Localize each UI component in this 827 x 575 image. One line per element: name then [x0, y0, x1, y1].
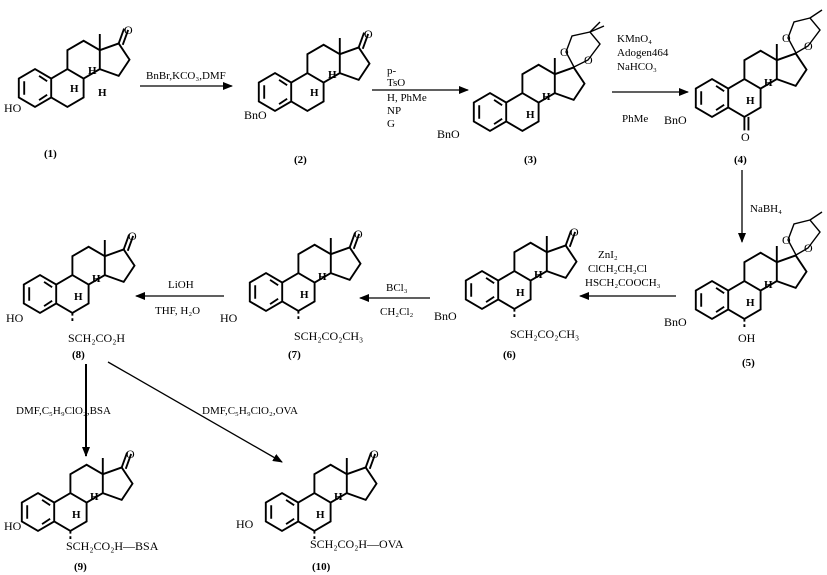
compound-4-h8: H	[746, 95, 755, 107]
compound-4	[696, 44, 807, 130]
compound-7-hydroxy: HO	[220, 311, 238, 325]
compound-3-h14: H	[542, 91, 551, 103]
compound-2-ketone-o: O	[364, 27, 373, 41]
compound-1-h9: H	[98, 87, 107, 99]
compound-6-benzyloxy: BnO	[434, 309, 457, 323]
compound-8-h8: H	[74, 291, 83, 303]
reagent-step-2-c: H, PhMe	[387, 92, 427, 104]
reagent-step-8: DMF,C₅H₉ClO₂,BSA	[16, 405, 111, 417]
compound-7-h8: H	[300, 289, 309, 301]
compound-5-h8: H	[746, 297, 755, 309]
reagent-step-3-a: KMnO₄	[617, 33, 652, 45]
reagent-step-1: BnBr,KCO₃,DMF	[146, 70, 226, 82]
compound-4-o2: O	[804, 39, 813, 53]
reagent-step-2-b: TsO	[387, 77, 405, 89]
compound-4-h14: H	[764, 77, 773, 89]
reagent-step-2-d: NP	[387, 105, 401, 117]
compound-8-ketone-o: O	[128, 229, 137, 243]
compound-9-ketone-o: O	[126, 447, 135, 461]
compound-7-ketone-o: O	[354, 227, 363, 241]
compound-3-h8: H	[526, 109, 535, 121]
reagent-step-3-d: PhMe	[622, 113, 648, 125]
compound-9-hydroxy: HO	[4, 519, 22, 533]
compound-2	[259, 33, 370, 111]
reagent-step-2-a: p-	[387, 65, 397, 77]
compound-1-h8: H	[70, 83, 79, 95]
compound-1	[19, 29, 130, 107]
compound-9-bsa-conjugate: SCH₂CO₂H—BSA	[66, 539, 159, 553]
compound-2-label: (2)	[294, 154, 307, 166]
compound-5-label: (5)	[742, 357, 755, 369]
reagent-step-2-e: G	[387, 118, 395, 130]
compound-5-h14: H	[764, 279, 773, 291]
compound-1-h14: H	[88, 65, 97, 77]
compound-8-h14: H	[92, 273, 101, 285]
compound-4-label: (4)	[734, 154, 747, 166]
compound-9-label: (9)	[74, 561, 87, 573]
compound-5-benzyloxy: BnO	[664, 315, 687, 329]
compound-5	[696, 246, 807, 330]
compound-2-h8: H	[310, 87, 319, 99]
compound-6-h8: H	[516, 287, 525, 299]
compound-9-h8: H	[72, 509, 81, 521]
compound-3-benzyloxy: BnO	[437, 127, 460, 141]
compound-7-thioester: SCH₂CO₂CH₃	[294, 329, 363, 343]
compound-4-o1: O	[782, 31, 791, 45]
compound-10-label: (10)	[312, 561, 331, 573]
compound-3-o2: O	[584, 53, 593, 67]
compound-8-hydroxy: HO	[6, 311, 24, 325]
reagent-step-7-a: LiOH	[168, 279, 194, 291]
compound-4-ketone-o: O	[741, 130, 750, 144]
compound-5-hydroxyl: OH	[738, 331, 756, 345]
compound-7-h14: H	[318, 271, 327, 283]
compound-2-benzyloxy: BnO	[244, 108, 267, 122]
compound-10	[266, 453, 377, 542]
reagent-step-6-a: BCl₃	[386, 282, 408, 294]
compound-1-ketone-o: O	[124, 23, 133, 37]
reagent-step-3-b: Adogen464	[617, 47, 669, 59]
compound-6-label: (6)	[503, 349, 516, 361]
compound-2-h14: H	[328, 69, 337, 81]
compound-9	[22, 453, 133, 542]
compound-8-label: (8)	[72, 349, 85, 361]
compound-10-h8: H	[316, 509, 325, 521]
compound-6	[466, 231, 577, 320]
compound-10-hydroxy: HO	[236, 517, 254, 531]
compound-8	[24, 235, 135, 324]
reagent-step-5-c: HSCH₂COOCH₃	[585, 277, 661, 289]
compound-8-thioacid: SCH₂CO₂H	[68, 331, 125, 345]
reagent-step-5-a: ZnI₂	[598, 249, 618, 261]
compound-1-label: (1)	[44, 148, 57, 160]
compound-10-h14: H	[334, 491, 343, 503]
compound-7	[250, 233, 361, 322]
compound-9-h14: H	[90, 491, 99, 503]
compound-5-o2: O	[804, 241, 813, 255]
compound-1-hydroxy: HO	[4, 101, 22, 115]
compound-6-ketone-o: O	[570, 225, 579, 239]
compound-3-o1: O	[560, 45, 569, 59]
reagent-step-5-b: ClCH₂CH₂Cl	[588, 263, 647, 275]
compound-4-benzyloxy: BnO	[664, 113, 687, 127]
reagent-step-3-c: NaHCO₃	[617, 61, 657, 73]
compound-7-label: (7)	[288, 349, 301, 361]
reagent-step-4: NaBH₄	[750, 203, 782, 215]
compound-3-label: (3)	[524, 154, 537, 166]
compound-10-ketone-o: O	[370, 447, 379, 461]
reagent-step-6-b: CH₂Cl₂	[380, 306, 414, 318]
reagent-step-9: DMF,C₅H₉ClO₂,OVA	[202, 405, 298, 417]
compound-10-ova-conjugate: SCH₂CO₂H—OVA	[310, 537, 404, 551]
compound-5-o1: O	[782, 233, 791, 247]
reagent-step-7-b: THF, H₂O	[155, 305, 200, 317]
compound-6-thioester: SCH₂CO₂CH₃	[510, 327, 579, 341]
compound-6-h14: H	[534, 269, 543, 281]
